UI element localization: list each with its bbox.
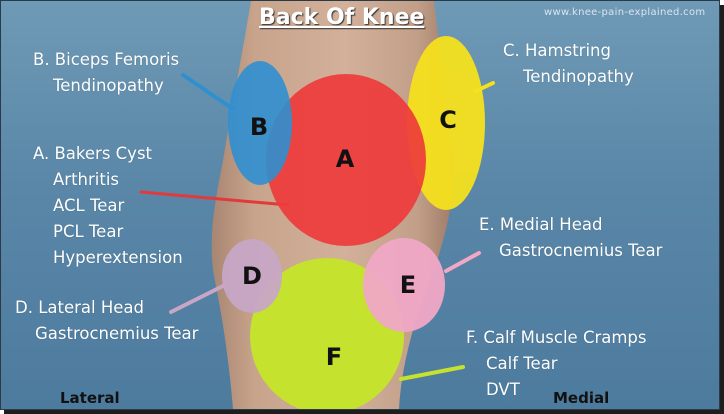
region-b-letter: B [250, 113, 268, 141]
diagram-title: Back Of Knee [259, 5, 425, 30]
back-of-knee-diagram: A B C D E F [139, 1, 495, 409]
label-a-line-1: A. Bakers Cyst [33, 144, 153, 163]
label-a-line-5: Hyperextension [53, 248, 183, 267]
label-d-line-1: D. Lateral Head [15, 298, 144, 317]
label-e-line-1: E. Medial Head [479, 215, 603, 234]
watermark: www.knee-pain-explained.com [544, 7, 706, 18]
region-e-circle [363, 238, 445, 332]
label-e: E. Medial Head Gastrocnemius Tear [479, 212, 662, 264]
label-f: F. Calf Muscle Cramps Calf Tear DVT [466, 325, 647, 403]
pointer-line-b [181, 73, 235, 111]
label-d: D. Lateral Head Gastrocnemius Tear [15, 295, 198, 347]
medial-side-label: Medial [553, 389, 610, 407]
region-a-circle [266, 74, 426, 246]
pointer-line-e [444, 251, 481, 273]
label-a-line-2: Arthritis [53, 170, 120, 189]
region-d-circle [222, 239, 282, 313]
label-a: A. Bakers Cyst Arthritis ACL Tear PCL Te… [33, 141, 183, 271]
region-c-letter: C [439, 106, 457, 134]
pointer-line-f [399, 365, 465, 381]
region-d-letter: D [242, 262, 262, 290]
label-c-line-1: C. Hamstring [503, 41, 611, 60]
label-c: C. Hamstring Tendinopathy [503, 38, 634, 90]
label-e-line-2: Gastrocnemius Tear [499, 241, 663, 260]
region-b-circle [228, 61, 292, 185]
label-b-line-2: Tendinopathy [53, 76, 164, 95]
label-f-line-2: Calf Tear [486, 354, 558, 373]
label-b-line-1: B. Biceps Femoris [33, 50, 180, 69]
region-c-circle [407, 36, 485, 210]
pointer-line-a [139, 190, 290, 207]
label-f-line-1: F. Calf Muscle Cramps [466, 328, 647, 347]
label-c-line-2: Tendinopathy [523, 67, 634, 86]
label-b: B. Biceps Femoris Tendinopathy [33, 47, 179, 99]
label-f-line-3: DVT [486, 380, 520, 399]
lateral-side-label: Lateral [60, 389, 120, 407]
label-d-line-2: Gastrocnemius Tear [35, 324, 199, 343]
region-a-letter: A [336, 145, 355, 173]
region-e-letter: E [400, 271, 416, 299]
label-a-line-4: PCL Tear [53, 222, 124, 241]
label-a-line-3: ACL Tear [53, 196, 125, 215]
pointer-line-d [169, 284, 225, 314]
region-f-letter: F [326, 343, 342, 371]
